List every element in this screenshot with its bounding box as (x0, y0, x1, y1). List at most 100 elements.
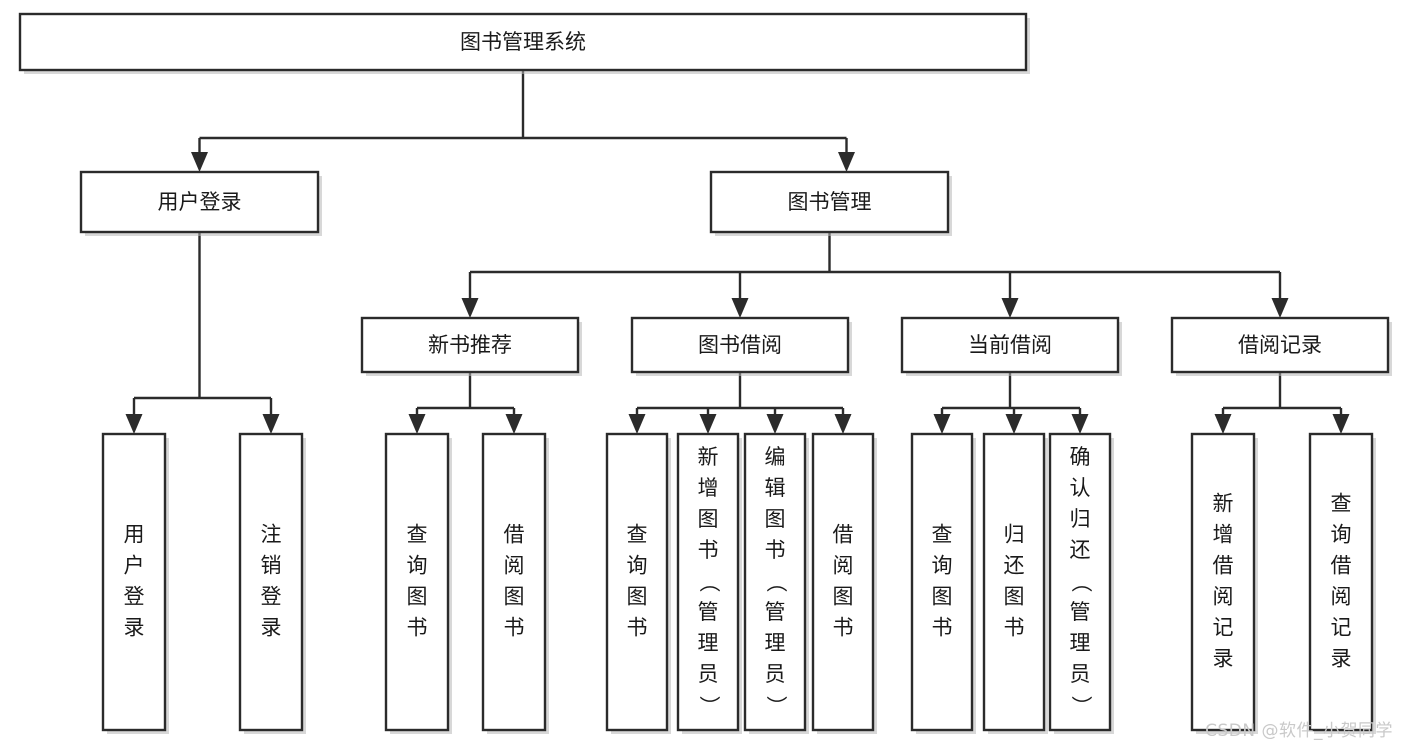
arrow-head-icon (1071, 414, 1089, 434)
svg-text:管: 管 (1070, 600, 1091, 624)
svg-text:阅: 阅 (1213, 585, 1234, 609)
svg-text:管: 管 (765, 600, 786, 624)
svg-text:记: 记 (1331, 616, 1352, 640)
arrow-head-icon (1214, 414, 1232, 434)
svg-text:新: 新 (698, 445, 719, 469)
svg-text:阅: 阅 (1331, 585, 1352, 609)
svg-text:）: ） (764, 696, 788, 717)
svg-text:书: 书 (627, 616, 648, 640)
svg-text:管: 管 (698, 600, 719, 624)
node-borrow-record-label: 借阅记录 (1238, 333, 1322, 357)
node-new-book-recommend[interactable]: 新书推荐 (360, 316, 582, 376)
svg-text:查: 查 (932, 523, 953, 547)
svg-text:图: 图 (504, 585, 525, 609)
arrow-head-icon (1332, 414, 1350, 434)
node-borrow-record[interactable]: 借阅记录 (1170, 316, 1392, 376)
svg-text:记: 记 (1213, 616, 1234, 640)
svg-text:辑: 辑 (765, 476, 786, 500)
svg-text:录: 录 (124, 616, 145, 640)
arrow-head-icon (766, 414, 784, 434)
svg-text:确: 确 (1070, 445, 1091, 469)
svg-text:图: 图 (765, 507, 786, 531)
svg-text:录: 录 (1213, 647, 1234, 671)
svg-text:还: 还 (1070, 538, 1091, 562)
node-leaf-user-login[interactable]: 用户登录 (101, 432, 169, 734)
arrow-head-icon (262, 414, 280, 434)
arrow-head-icon (1271, 298, 1289, 318)
svg-text:书: 书 (407, 616, 428, 640)
svg-text:登: 登 (261, 585, 282, 609)
node-root-label: 图书管理系统 (460, 30, 586, 54)
svg-text:图: 图 (833, 585, 854, 609)
svg-text:（: （ (697, 572, 721, 593)
node-book-management-label: 图书管理 (788, 190, 872, 214)
node-layer: 图书管理系统 用户登录 图书管理 新书推荐 (18, 12, 1392, 734)
svg-text:书: 书 (698, 538, 719, 562)
svg-text:询: 询 (932, 554, 953, 578)
node-book-borrow[interactable]: 图书借阅 (630, 316, 852, 376)
svg-text:图: 图 (407, 585, 428, 609)
node-current-borrow-label: 当前借阅 (968, 333, 1052, 357)
svg-text:还: 还 (1004, 554, 1025, 578)
node-book-management[interactable]: 图书管理 (709, 170, 952, 236)
svg-text:图: 图 (932, 585, 953, 609)
svg-text:询: 询 (1331, 523, 1352, 547)
node-current-borrow[interactable]: 当前借阅 (900, 316, 1122, 376)
svg-text:员: 员 (765, 662, 786, 686)
svg-text:归: 归 (1004, 523, 1025, 547)
svg-text:书: 书 (504, 616, 525, 640)
svg-text:借: 借 (1213, 554, 1234, 578)
connector-bookborrow-to-leaves (628, 372, 852, 434)
svg-text:图: 图 (627, 585, 648, 609)
arrow-head-icon (838, 152, 855, 172)
svg-text:（: （ (764, 572, 788, 593)
svg-text:登: 登 (124, 585, 145, 609)
svg-text:员: 员 (1070, 662, 1091, 686)
arrow-head-icon (191, 152, 208, 172)
arrow-head-icon (125, 414, 143, 434)
svg-text:）: ） (1069, 696, 1093, 717)
connector-currentborrow-to-leaves (933, 372, 1089, 434)
node-user-login[interactable]: 用户登录 (79, 170, 322, 236)
arrow-head-icon (933, 414, 951, 434)
arrow-head-icon (1005, 414, 1023, 434)
arrow-head-icon (461, 298, 479, 318)
arrow-head-icon (408, 414, 426, 434)
node-root[interactable]: 图书管理系统 (18, 12, 1030, 74)
svg-text:阅: 阅 (504, 554, 525, 578)
svg-text:图: 图 (1004, 585, 1025, 609)
svg-text:书: 书 (765, 538, 786, 562)
svg-text:员: 员 (698, 662, 719, 686)
svg-text:理: 理 (1070, 631, 1091, 655)
svg-text:（: （ (1069, 572, 1093, 593)
svg-text:阅: 阅 (833, 554, 854, 578)
svg-text:理: 理 (765, 631, 786, 655)
connector-root-to-level2 (191, 70, 855, 172)
node-user-login-label: 用户登录 (158, 190, 242, 214)
svg-text:书: 书 (1004, 616, 1025, 640)
connector-layer (125, 70, 1350, 434)
connector-userlogin-to-leaves (125, 232, 280, 434)
arrow-head-icon (834, 414, 852, 434)
arrow-head-icon (731, 298, 749, 318)
svg-text:注: 注 (261, 523, 282, 547)
arrow-head-icon (699, 414, 717, 434)
svg-text:新: 新 (1213, 492, 1234, 516)
